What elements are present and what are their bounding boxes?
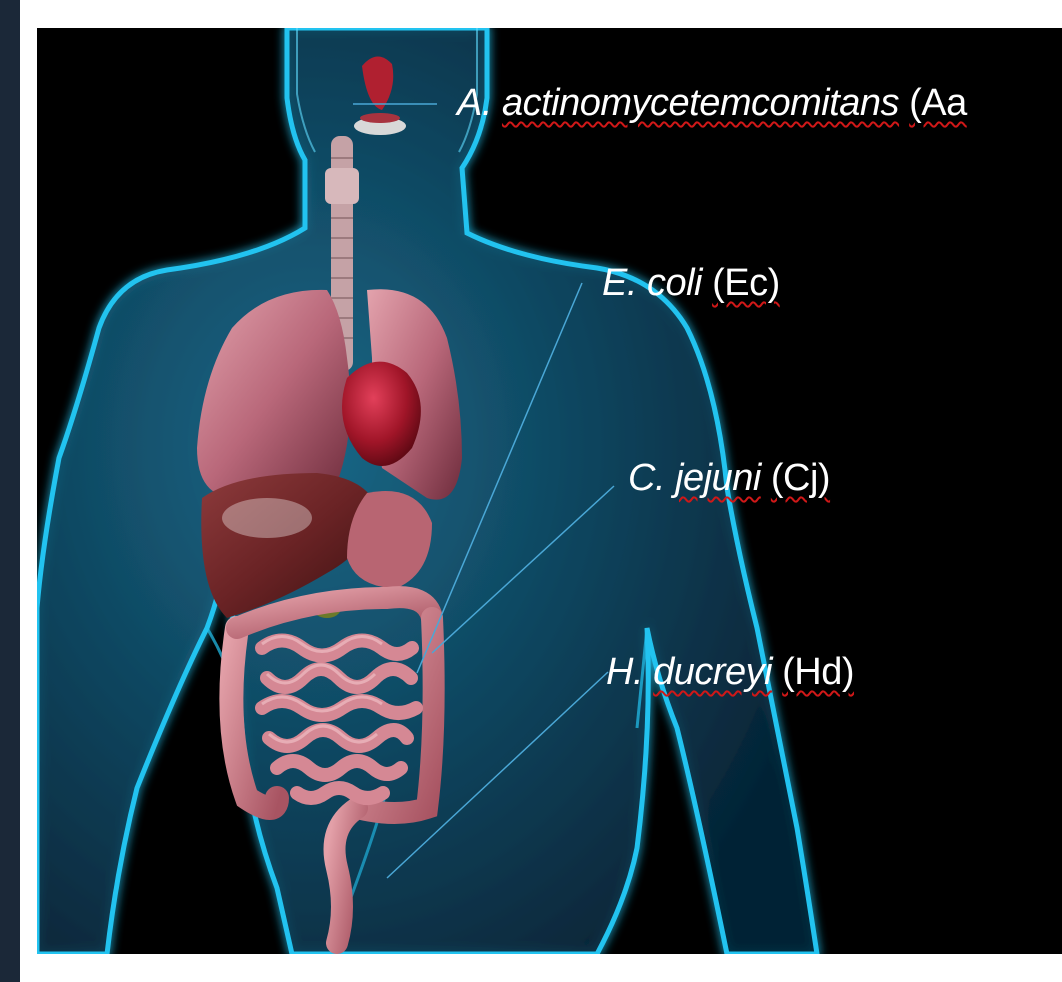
anatomy-illustration [37, 28, 1062, 954]
label-cj-genus: C. [628, 457, 665, 499]
label-aa-genus: A. [457, 82, 492, 124]
label-hd-abbr: (Hd) [782, 651, 854, 693]
left-margin [20, 28, 37, 954]
label-ec-genus: E. [602, 262, 637, 304]
anatomy-slide: A. actinomycetemcomitans (Aa E. coli (Ec… [37, 28, 1062, 954]
label-aa: A. actinomycetemcomitans (Aa [457, 84, 967, 122]
bottom-margin [20, 954, 1062, 982]
left-border [0, 0, 20, 982]
label-aa-abbr: (Aa [909, 82, 967, 124]
label-hd: H. ducreyi (Hd) [606, 653, 854, 691]
label-cj: C. jejuni (Cj) [628, 459, 830, 497]
label-cj-species: jejuni [675, 457, 761, 499]
label-ec: E. coli (Ec) [602, 264, 780, 302]
label-hd-genus: H. [606, 651, 643, 693]
label-aa-species: actinomycetemcomitans [502, 82, 899, 124]
label-hd-species: ducreyi [653, 651, 772, 693]
top-margin [20, 0, 1062, 28]
label-ec-abbr: (Ec) [712, 262, 780, 304]
label-cj-abbr: (Cj) [771, 457, 830, 499]
label-ec-species: coli [647, 262, 702, 304]
